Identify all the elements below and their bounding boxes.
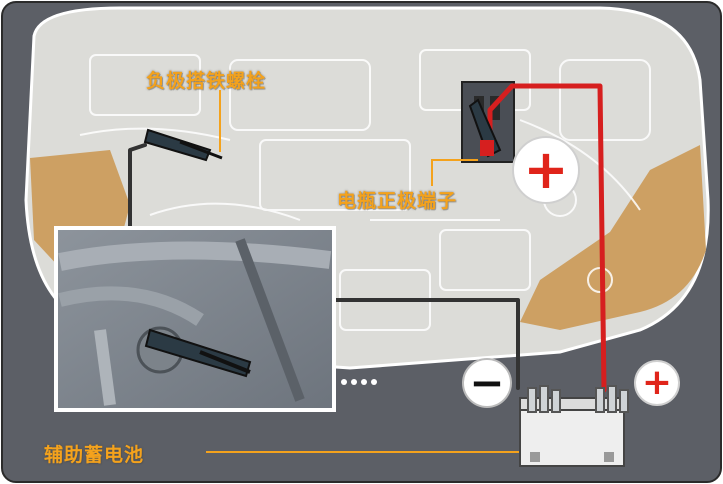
callout-leaders bbox=[206, 90, 520, 453]
bay-dots bbox=[341, 379, 377, 385]
auxiliary-battery bbox=[519, 385, 629, 467]
positive-sign-large: + bbox=[512, 136, 580, 204]
label-auxiliary-battery: 辅助蓄电池 bbox=[44, 444, 145, 466]
negative-clamp bbox=[143, 128, 223, 162]
positive-sign-small: + bbox=[634, 360, 680, 406]
positive-cable bbox=[487, 83, 607, 393]
negative-sign: − bbox=[462, 358, 512, 408]
right-fender bbox=[520, 145, 706, 330]
negative-cable-lower bbox=[332, 298, 520, 390]
negative-cable-upper bbox=[128, 143, 147, 230]
label-negative-ground-bolt: 负极搭铁螺栓 bbox=[146, 70, 267, 92]
positive-clamp bbox=[468, 98, 502, 158]
label-battery-positive-terminal: 电瓶正极端子 bbox=[337, 190, 458, 212]
inset-closeup bbox=[54, 226, 336, 412]
